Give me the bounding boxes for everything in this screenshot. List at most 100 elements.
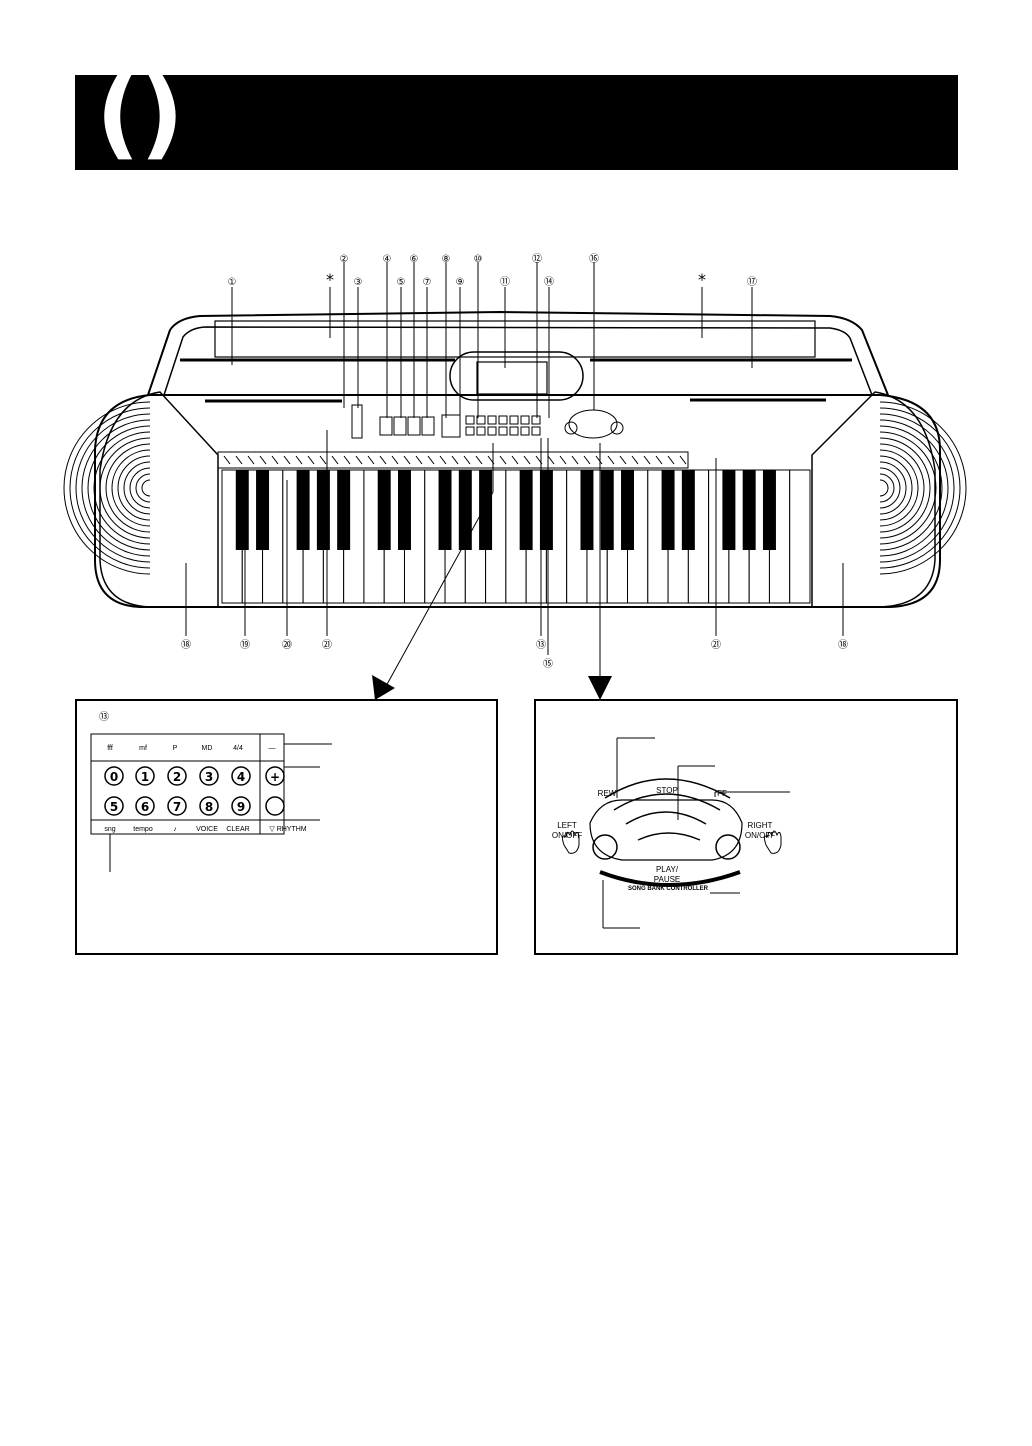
numpad-footer-label: sng	[104, 826, 115, 833]
grill-line	[117, 455, 151, 521]
grill-line	[81, 419, 151, 557]
callout-numbers: ② ④ ⑥ ⑧ ⑩ ⑫ ⑯ ① * ③ ⑤ ⑦ ⑨ ⑪ ⑭ * ⑰ ⑱ ⑲ ⑳ …	[181, 253, 848, 670]
strip-mark	[283, 455, 291, 465]
arrow-right-head	[588, 676, 612, 700]
strip-mark	[367, 455, 375, 465]
right-onoff-button[interactable]	[715, 834, 741, 860]
numpad-key-8[interactable]	[199, 796, 219, 816]
black-key	[316, 470, 330, 550]
numpad-key-4[interactable]	[231, 766, 251, 786]
callout-3: ③	[354, 277, 363, 288]
numpad-key-5[interactable]	[104, 796, 124, 816]
strip-mark	[307, 455, 315, 465]
strip-mark	[271, 455, 279, 465]
black-key	[742, 470, 756, 550]
strip-mark	[427, 455, 435, 465]
strip-mark	[631, 455, 639, 465]
callout-19: ⑲	[240, 639, 250, 651]
grill-line	[879, 461, 907, 515]
strip-mark	[511, 455, 519, 465]
black-key	[621, 470, 635, 550]
left-speaker-grill	[63, 401, 151, 575]
callout-12: ⑫	[532, 253, 542, 265]
numpad-footer-label: ♪	[173, 826, 177, 833]
mini-button	[498, 426, 508, 436]
grill-line	[93, 431, 151, 545]
left-onoff-label-line1: LEFT	[557, 821, 577, 830]
numpad-digit: 9	[237, 800, 245, 814]
right-hand-icon	[763, 830, 782, 854]
mini-button	[476, 426, 486, 436]
mini-button	[487, 426, 497, 436]
black-key	[458, 470, 472, 550]
numpad-digit: 5	[110, 800, 118, 814]
numpad-key-2[interactable]	[167, 766, 187, 786]
callout-9: ⑨	[456, 277, 465, 288]
numpad-key-6[interactable]	[135, 796, 155, 816]
grill-line	[111, 449, 151, 527]
strip-mark	[571, 455, 579, 465]
black-key	[397, 470, 411, 550]
left-onoff-button[interactable]	[592, 834, 618, 860]
grill-line	[879, 449, 919, 527]
mini-button	[498, 415, 508, 425]
numpad-digit: 1	[141, 770, 149, 784]
numpad-key-7[interactable]	[167, 796, 187, 816]
black-key	[539, 470, 553, 550]
callout-11: ⑪	[500, 276, 510, 288]
left-onoff-label-line2: ON/OFF	[552, 831, 582, 840]
callout-18-right: ⑱	[838, 639, 848, 651]
black-key	[296, 470, 310, 550]
numpad-header-label: —	[269, 745, 276, 752]
grill-line	[879, 401, 967, 575]
numpad-header-label: MD	[202, 745, 213, 752]
black-key	[256, 470, 270, 550]
mini-button	[520, 415, 530, 425]
strip-mark	[247, 455, 255, 465]
grill-line	[879, 431, 937, 545]
grill-line	[141, 479, 151, 497]
left-hand-icon	[561, 830, 580, 854]
mini-button	[465, 415, 475, 425]
grill-line	[105, 443, 151, 533]
mini-button	[509, 426, 519, 436]
callout-20: ⑳	[282, 639, 292, 651]
callout-13: ⑬	[536, 639, 546, 651]
numpad-key-9[interactable]	[231, 796, 251, 816]
strip-mark	[259, 455, 267, 465]
numpad-key-0[interactable]	[104, 766, 124, 786]
grill-line	[135, 473, 151, 503]
white-key	[789, 469, 811, 604]
numpad-key-1[interactable]	[135, 766, 155, 786]
strip-mark	[295, 455, 303, 465]
strip-mark	[451, 455, 459, 465]
strip-mark	[439, 455, 447, 465]
right-speaker-grill	[879, 401, 967, 575]
grill-line	[69, 407, 151, 569]
callout-1: ①	[228, 277, 237, 288]
grill-line	[129, 467, 151, 509]
grill-line	[879, 473, 895, 503]
strip-mark	[475, 455, 483, 465]
callout-2: ②	[340, 254, 349, 265]
strip-mark	[235, 455, 243, 465]
numpad-minus-key[interactable]	[265, 796, 285, 816]
ff-label: FF	[717, 789, 727, 798]
numpad-detail-panel: ⑬ fff mf P MD 4/4 — 0	[75, 699, 498, 955]
callout-lines	[185, 262, 844, 689]
strip-mark	[619, 455, 627, 465]
callout-6: ⑥	[410, 254, 419, 265]
callout-4: ④	[383, 254, 392, 265]
play-pause-label-line2: PAUSE	[654, 875, 681, 884]
black-key	[377, 470, 391, 550]
strip-mark	[655, 455, 663, 465]
right-onoff-label-line1: RIGHT	[748, 821, 773, 830]
numpad-header-label: fff	[107, 745, 113, 752]
arrow-left-head	[372, 675, 395, 700]
callout-18-left: ⑱	[181, 639, 191, 651]
numpad-plus-key[interactable]	[265, 766, 285, 786]
strip-mark	[667, 455, 675, 465]
black-key	[722, 470, 736, 550]
song-bank-detail-panel: REW STOP FF LEFT ON/OFF RIGHT ON/OFF PLA…	[534, 699, 958, 955]
numpad-key-3[interactable]	[199, 766, 219, 786]
